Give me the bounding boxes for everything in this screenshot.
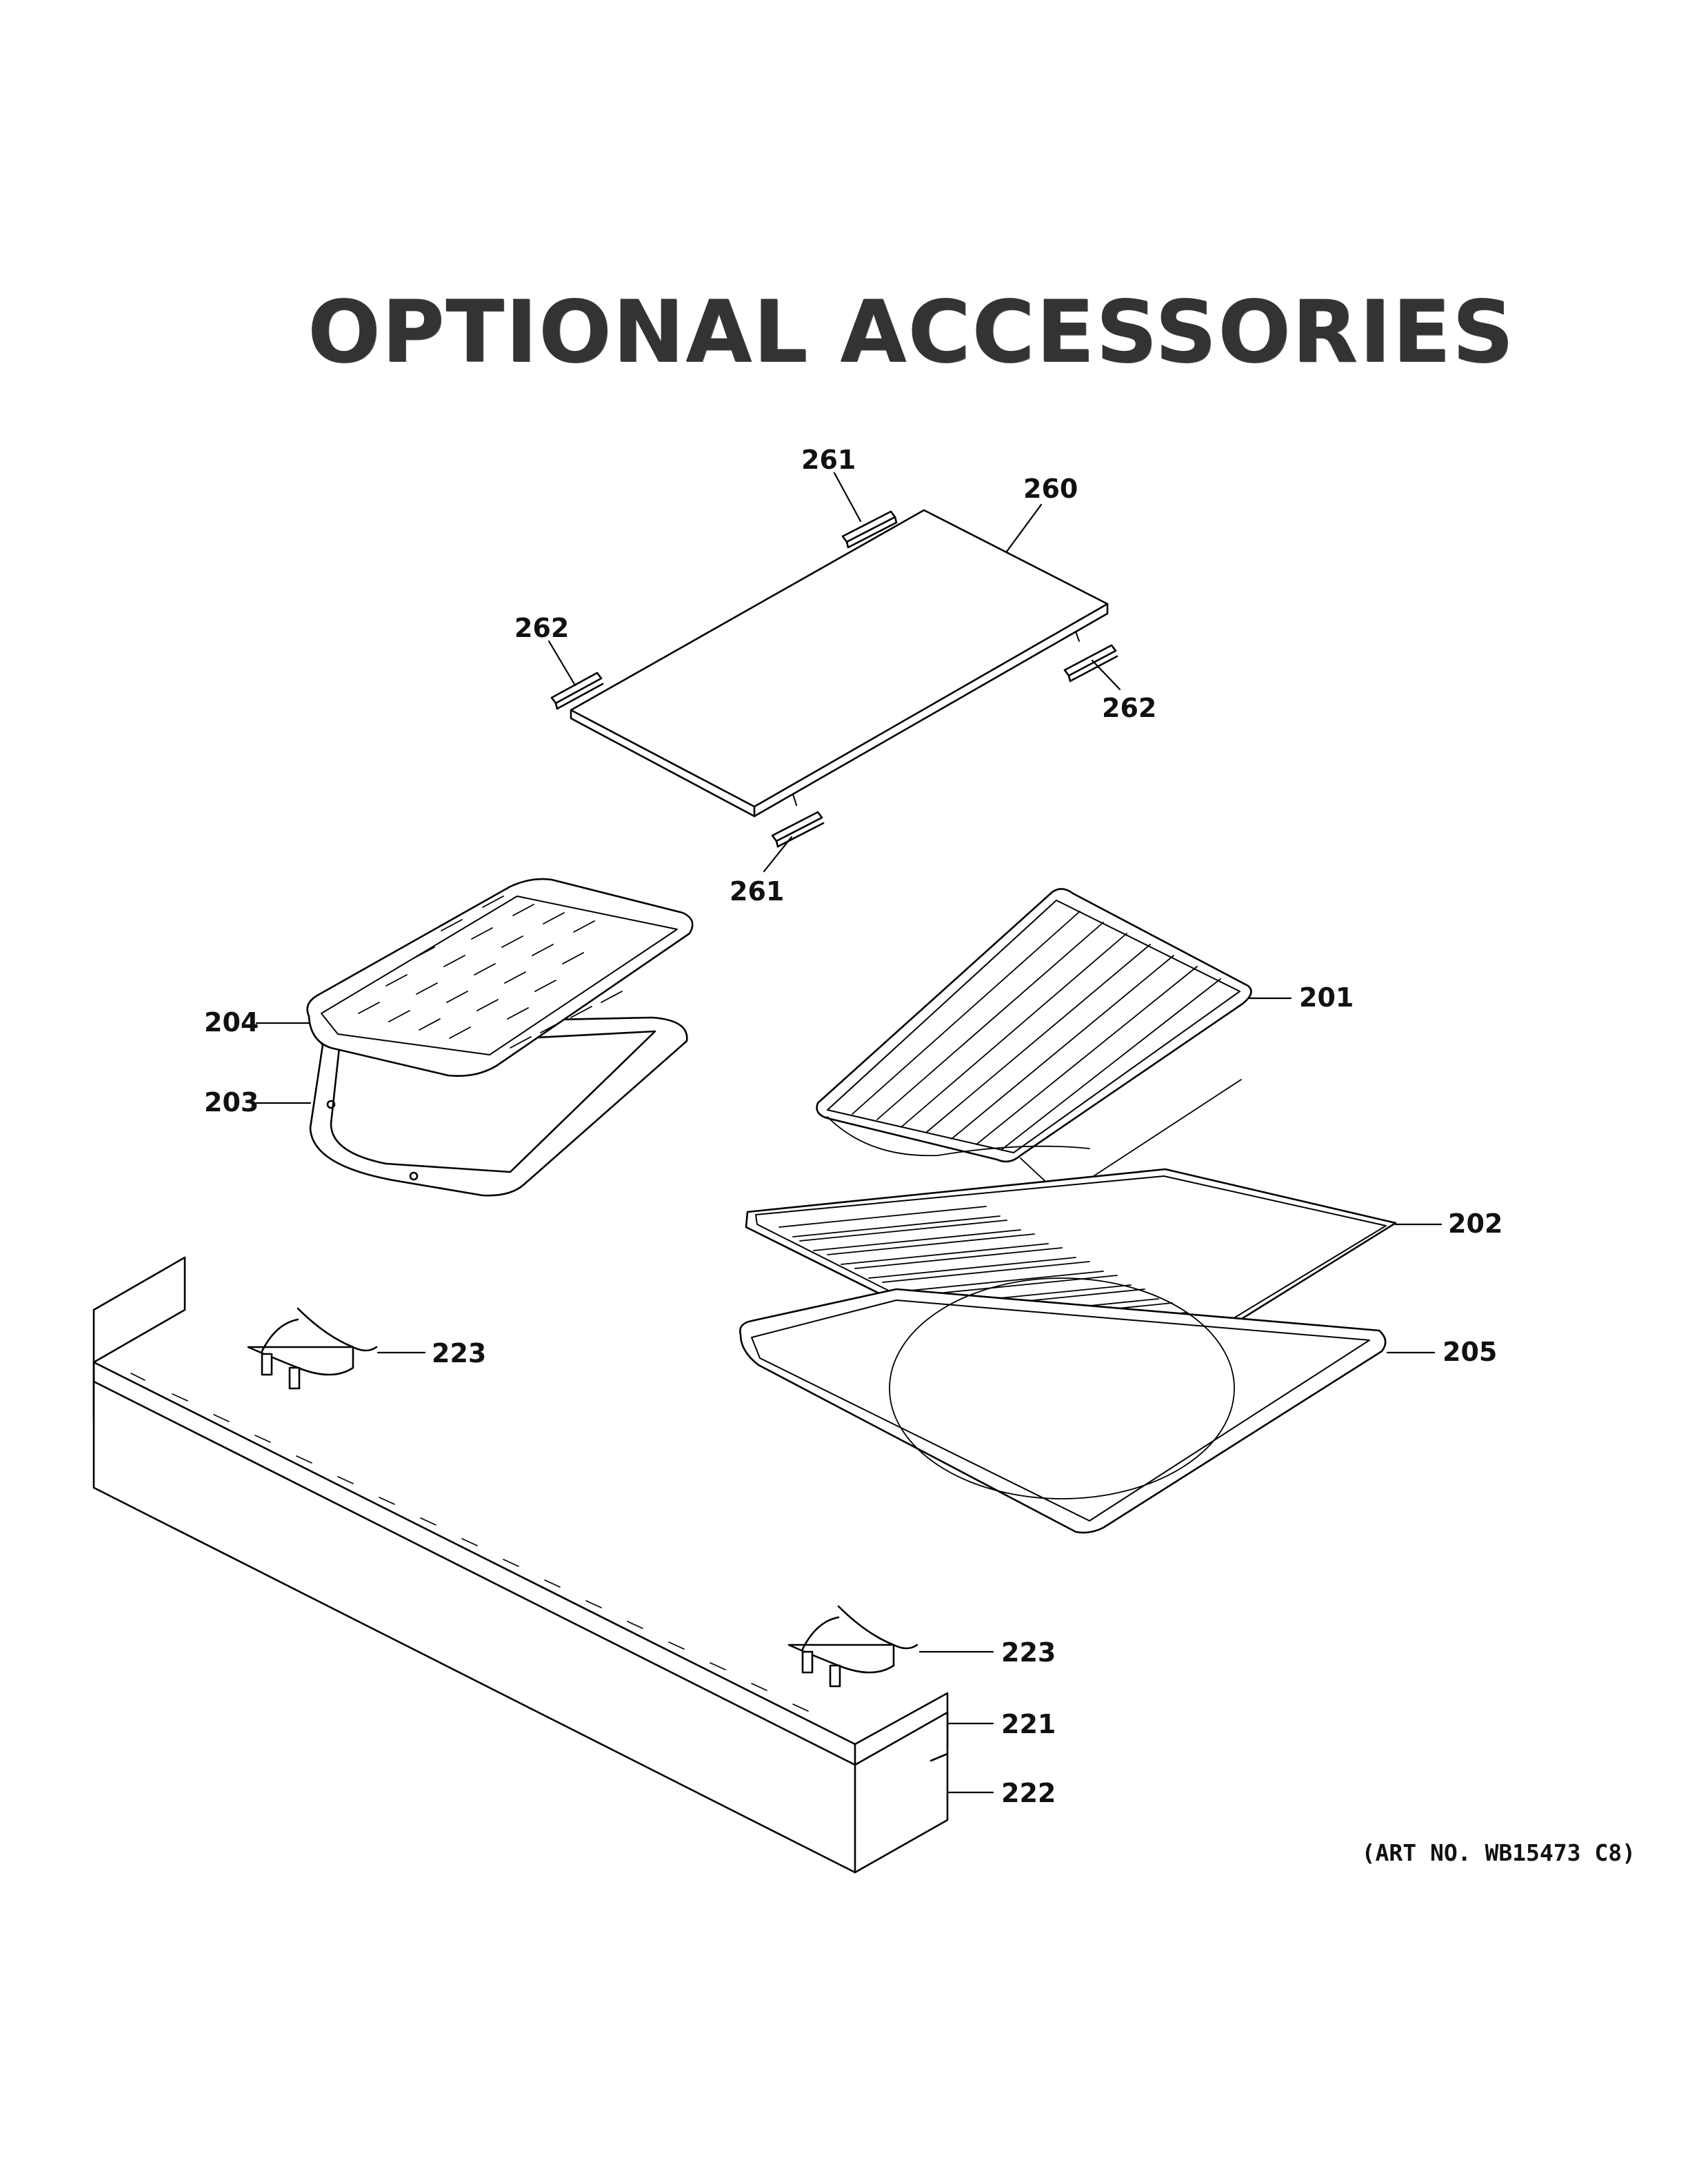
leaders-bottom: [376, 1351, 994, 1794]
part-262-clip-right: [1063, 644, 1118, 682]
part-262-clip-left: [550, 671, 604, 710]
leaders-left-pan: [255, 1022, 312, 1104]
callout-223-upper: 223: [432, 1338, 486, 1368]
part-204-grid: [306, 878, 694, 1077]
part-223-clip-lower: [787, 1605, 918, 1688]
part-223-clip-upper: [247, 1307, 378, 1390]
callout-261-top: 261: [801, 445, 856, 475]
callout-222: 222: [1001, 1778, 1056, 1808]
callout-221: 221: [1001, 1709, 1056, 1739]
part-260-panel: [570, 509, 1109, 818]
callout-260: 260: [1023, 474, 1078, 504]
callout-203: 203: [204, 1087, 259, 1118]
callout-205: 205: [1443, 1337, 1497, 1367]
callout-223-lower: 223: [1001, 1637, 1056, 1668]
callout-201: 201: [1299, 982, 1354, 1013]
part-205-pan: [739, 1277, 1387, 1534]
callout-262-left: 262: [514, 613, 569, 643]
part-261-clip-bottom: [771, 811, 825, 848]
callout-261-bottom: 261: [730, 876, 784, 907]
callout-262-right: 262: [1102, 693, 1156, 723]
page-title: OPTIONAL ACCESSORIES: [308, 283, 1516, 382]
callout-202: 202: [1448, 1209, 1503, 1239]
callout-204: 204: [204, 1007, 259, 1038]
art-number: (ART NO. WB15473 C8): [1361, 1839, 1636, 1866]
part-222-trim: [92, 1380, 949, 1874]
part-261-clip-top: [841, 510, 898, 549]
part-201-rack: [816, 888, 1252, 1197]
leaders-top: [547, 472, 1121, 873]
